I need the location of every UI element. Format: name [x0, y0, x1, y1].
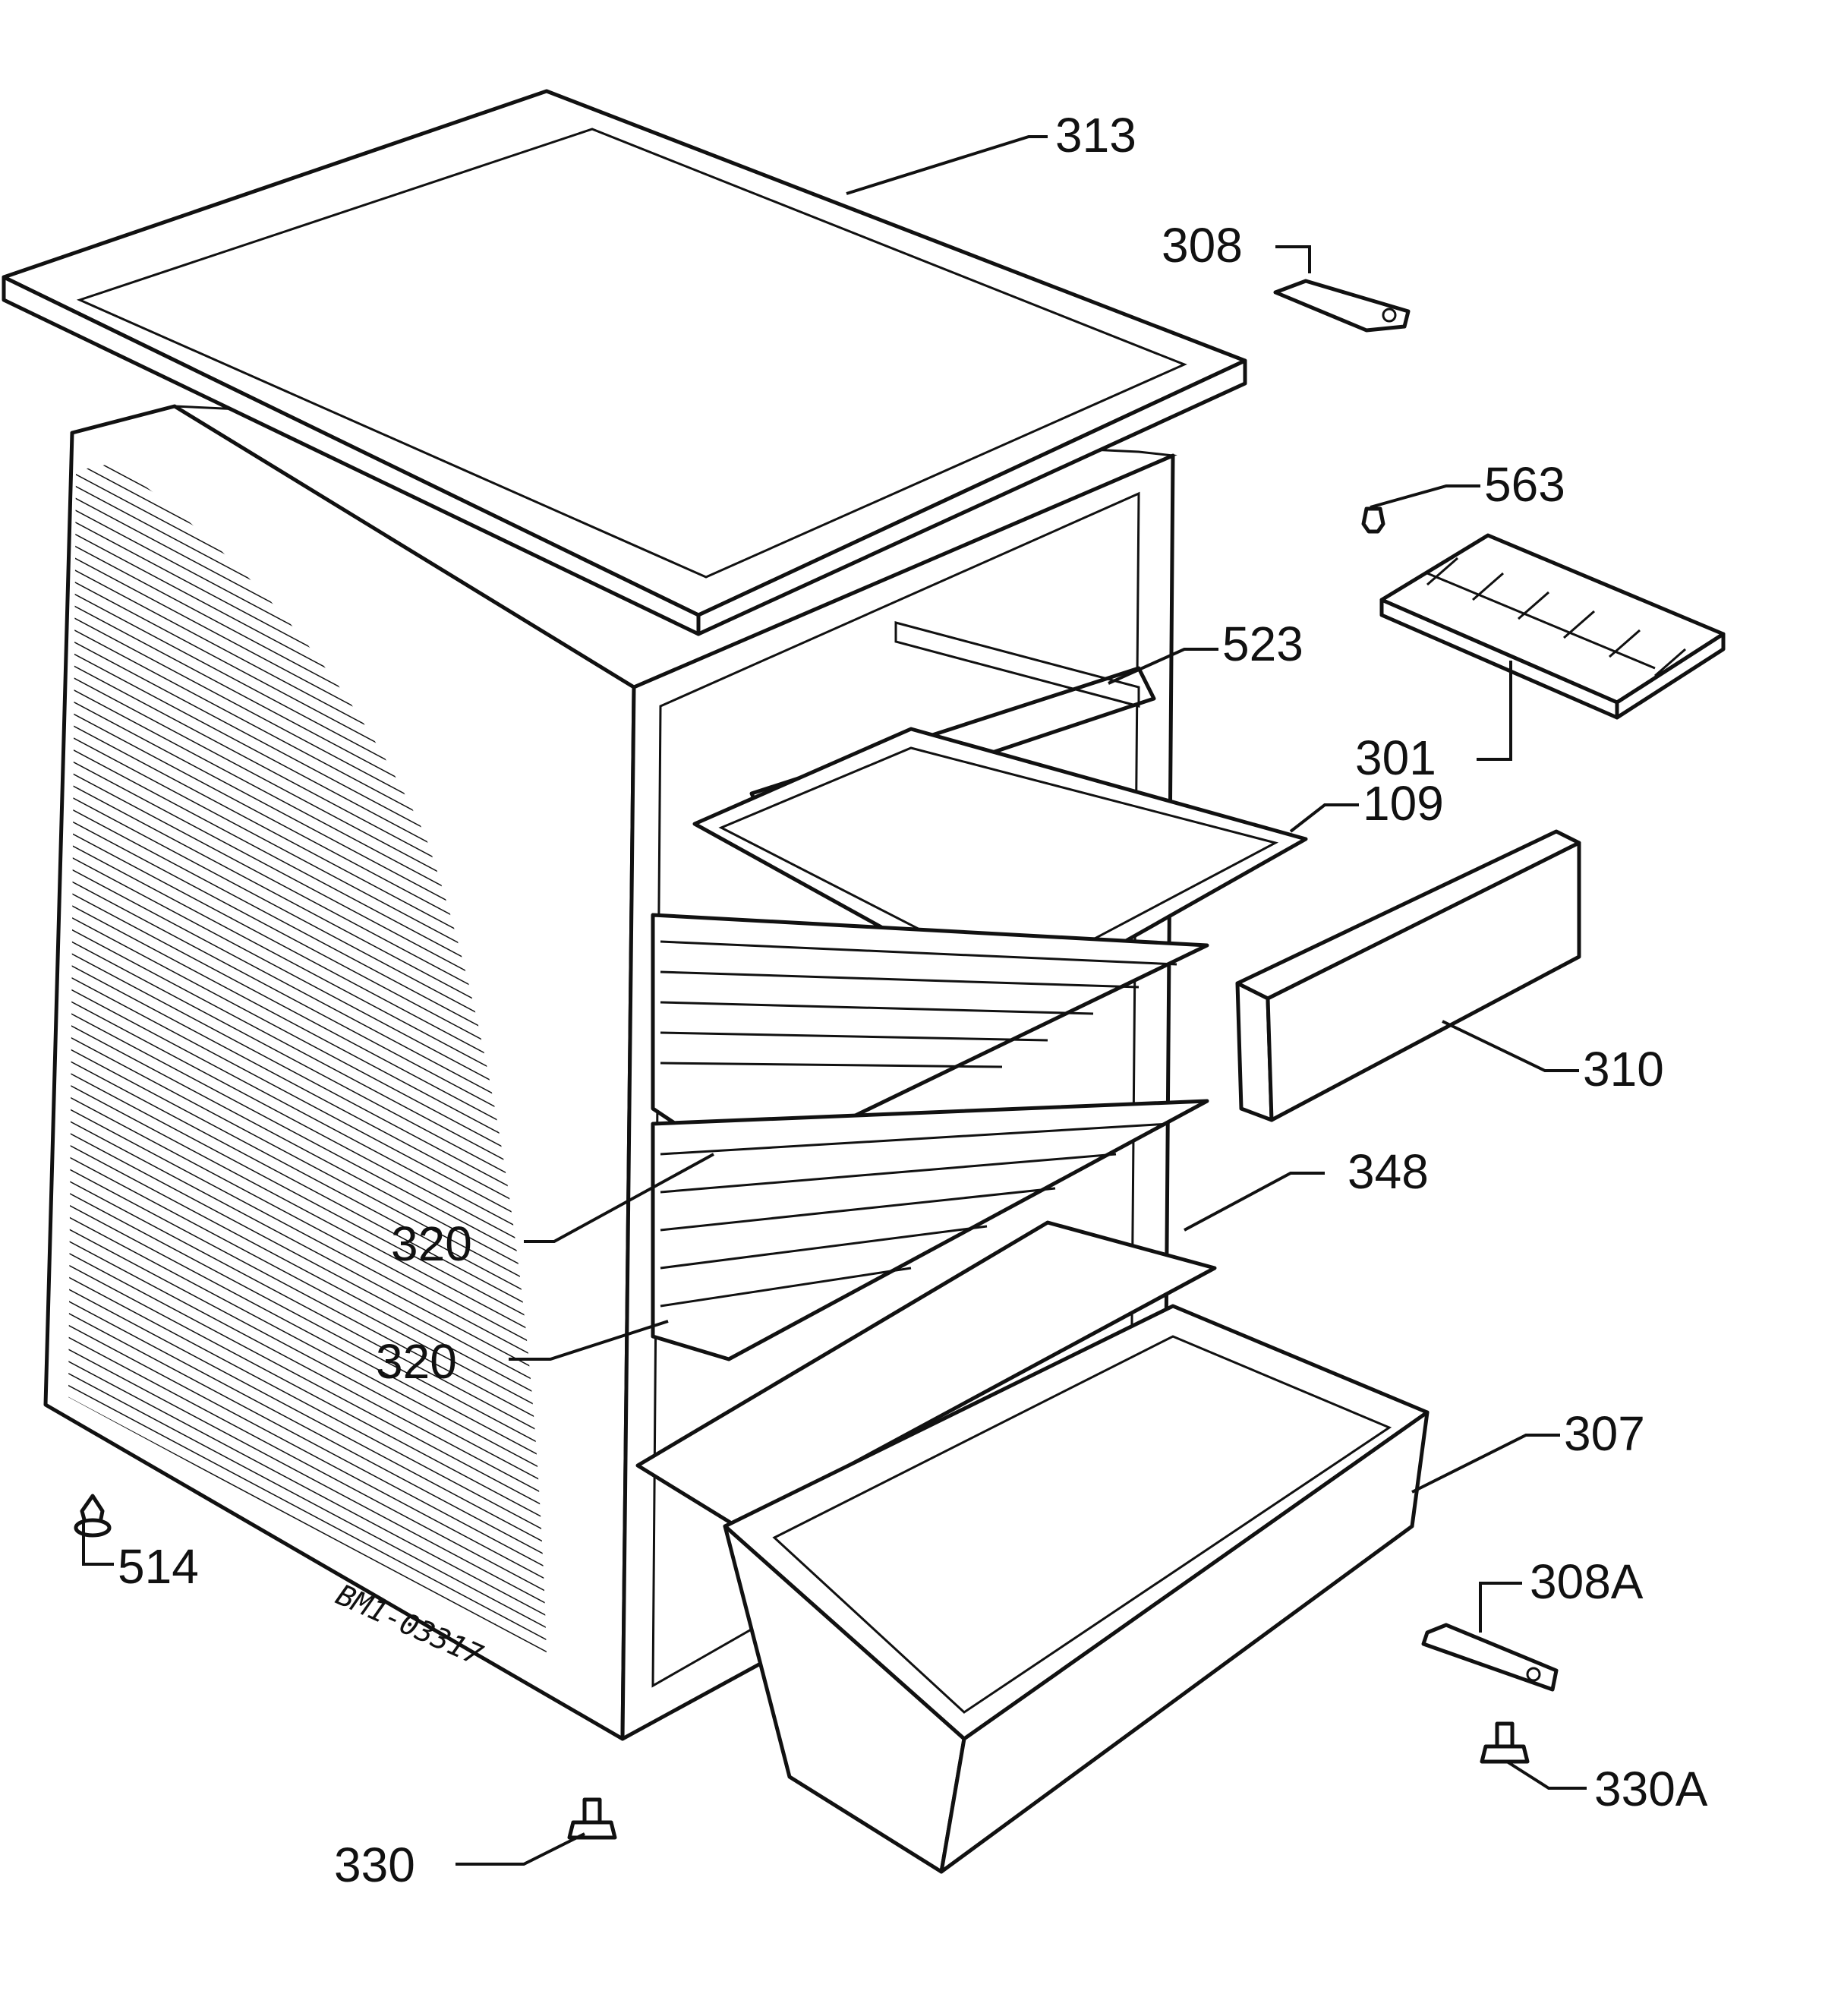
shelf-lower-320	[651, 1099, 1209, 1361]
hinge-308a	[1421, 1623, 1559, 1692]
foot-514	[74, 1494, 112, 1538]
label-320-lower: 320	[376, 1334, 457, 1389]
part-labels: 313 308 563 523 301 109 310 348 320 320 …	[118, 108, 1708, 1892]
label-514: 514	[118, 1539, 199, 1594]
label-523: 523	[1222, 617, 1303, 671]
crisper-drawer-307	[723, 1304, 1430, 1874]
foot-330a	[1480, 1721, 1530, 1764]
leader-lines	[82, 135, 1587, 1866]
glass-shelf-348	[635, 1220, 1217, 1529]
label-348: 348	[1348, 1144, 1429, 1199]
label-313: 313	[1055, 108, 1136, 162]
label-330: 330	[334, 1838, 415, 1892]
screw-563	[1361, 506, 1385, 534]
label-310: 310	[1583, 1042, 1664, 1096]
label-308a: 308A	[1530, 1554, 1644, 1609]
shelf-upper-320	[651, 913, 1209, 1172]
label-308: 308	[1162, 218, 1243, 273]
label-320-upper: 320	[391, 1216, 472, 1271]
freezer-flap-310	[1235, 829, 1581, 1122]
label-330a: 330A	[1594, 1762, 1708, 1816]
label-307: 307	[1564, 1406, 1645, 1461]
worktop-313	[2, 89, 1247, 636]
label-301: 301	[1355, 730, 1436, 785]
foot-330	[567, 1797, 617, 1840]
ice-tray-301	[1379, 533, 1726, 720]
hinge-308	[1273, 279, 1411, 333]
label-563: 563	[1484, 457, 1565, 512]
label-109: 109	[1363, 776, 1444, 831]
